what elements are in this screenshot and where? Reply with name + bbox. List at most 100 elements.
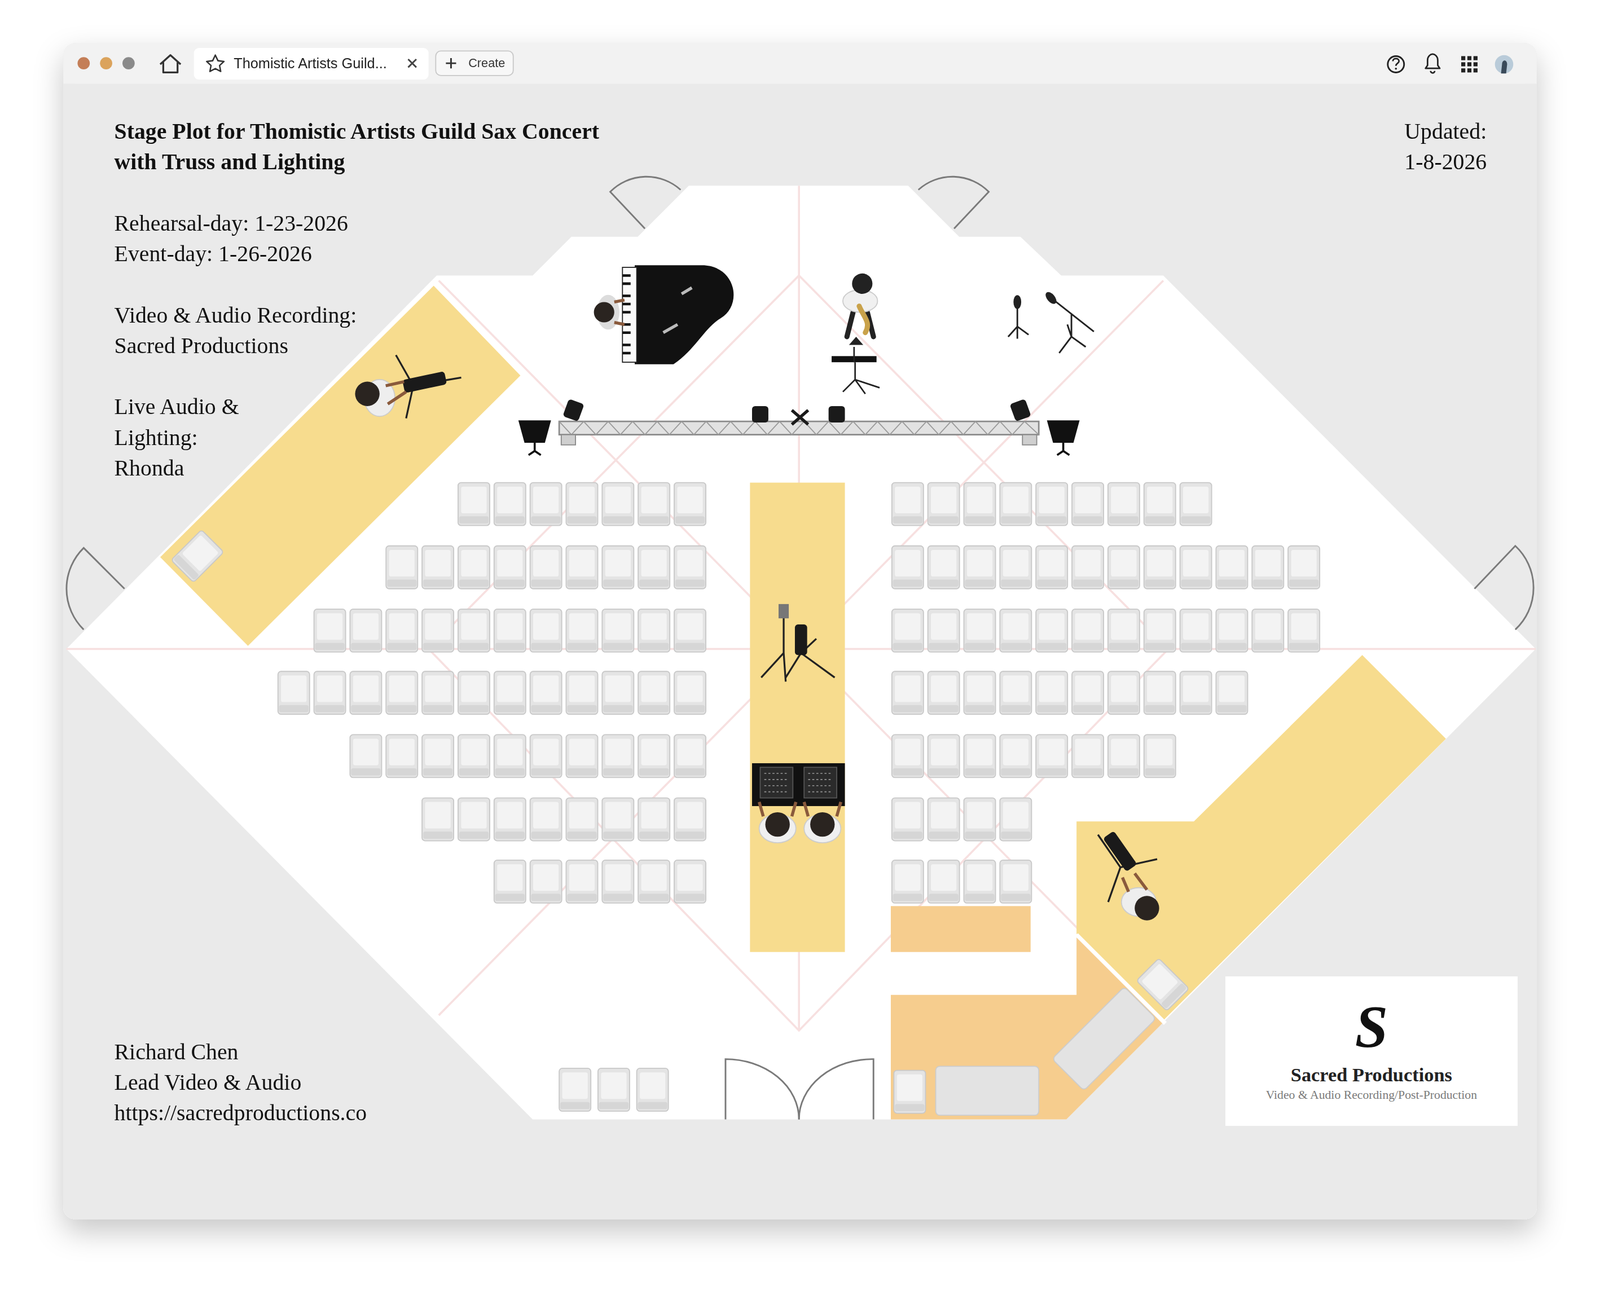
chair <box>422 798 454 842</box>
chair <box>677 802 703 829</box>
chair <box>928 894 958 902</box>
chair <box>1000 768 1031 776</box>
chair <box>494 609 526 653</box>
chair <box>603 516 633 524</box>
chair <box>495 643 525 651</box>
chair <box>963 671 996 715</box>
chair <box>605 675 631 703</box>
chair <box>1289 643 1319 651</box>
camera-zone <box>160 286 1446 1021</box>
speaker <box>518 420 1080 456</box>
mic-stand <box>1008 291 1094 353</box>
update-date: Updated: <box>1404 116 1487 147</box>
chair <box>601 734 634 778</box>
tab-title: Thomistic Artists Guild... <box>233 54 388 73</box>
chair <box>1144 671 1176 715</box>
chair <box>565 546 598 589</box>
chair <box>675 831 705 839</box>
chair <box>930 613 957 640</box>
chair <box>1216 643 1247 651</box>
chair <box>1039 486 1065 514</box>
crew-zone <box>890 906 1164 1120</box>
chair <box>1108 734 1140 778</box>
chair <box>495 705 525 713</box>
audio-desk <box>759 767 793 798</box>
chair <box>601 482 634 526</box>
floor-grid <box>438 280 1164 1015</box>
toolbar-icons <box>1461 68 1466 73</box>
chair <box>353 739 379 766</box>
chair <box>1219 613 1245 640</box>
chair <box>459 516 489 524</box>
doors <box>610 176 681 229</box>
chair <box>677 486 703 514</box>
saxophonist <box>851 273 873 294</box>
chair <box>999 798 1032 842</box>
chair <box>1215 609 1248 653</box>
chair <box>894 613 921 640</box>
chair <box>385 671 418 715</box>
chair <box>893 894 923 902</box>
chair <box>1003 739 1029 766</box>
pianist <box>614 300 625 325</box>
crew-note: Lighting: <box>114 422 199 454</box>
chair <box>569 613 595 640</box>
audio-desk <box>764 773 833 793</box>
chair <box>1219 675 1245 703</box>
chair <box>1035 482 1068 526</box>
chair <box>1145 516 1175 524</box>
chair <box>1036 705 1067 713</box>
chair <box>566 894 597 902</box>
chair <box>317 675 343 703</box>
chair <box>894 802 921 829</box>
schedule-note: Event-day: 1-26-2026 <box>114 238 312 270</box>
chair <box>636 1068 669 1112</box>
toolbar-icons <box>1425 54 1440 69</box>
chair <box>1215 671 1248 715</box>
chair <box>891 482 924 526</box>
chair <box>1108 734 1140 778</box>
chair <box>170 529 224 583</box>
chair <box>674 482 706 526</box>
chair <box>1146 550 1173 577</box>
chair <box>314 671 346 715</box>
chair <box>349 609 382 653</box>
chair <box>424 675 451 703</box>
audio-desk <box>803 767 837 798</box>
chair <box>601 609 634 653</box>
music-stand <box>842 346 880 394</box>
chair <box>566 831 597 839</box>
mic-stand <box>1044 291 1058 305</box>
chair <box>928 546 960 589</box>
lighting-truss <box>559 421 1039 446</box>
chair <box>674 734 706 778</box>
chair <box>353 613 379 640</box>
chair <box>423 643 453 651</box>
table <box>1052 986 1156 1091</box>
saxophonist <box>842 273 878 337</box>
chair <box>566 768 597 776</box>
lighting-truss <box>559 421 1039 435</box>
grand-piano <box>634 265 734 364</box>
chair <box>494 734 526 778</box>
chair <box>565 798 598 842</box>
chair <box>928 671 960 715</box>
camera-operator <box>1134 895 1159 921</box>
chair <box>675 768 705 776</box>
window-controls <box>77 56 135 70</box>
chair <box>1183 486 1209 514</box>
chair <box>1109 516 1139 524</box>
chair <box>1180 609 1212 653</box>
toolbar-icons <box>1495 55 1514 74</box>
chair <box>562 1072 588 1100</box>
chair <box>530 516 561 524</box>
chair <box>530 671 562 715</box>
chair <box>928 546 960 589</box>
chair <box>565 609 598 653</box>
camera-operator <box>1122 873 1147 892</box>
chair <box>1109 768 1139 776</box>
audio-engineer <box>810 812 835 837</box>
chair <box>964 579 995 587</box>
chair <box>928 609 960 653</box>
chair <box>677 864 703 891</box>
